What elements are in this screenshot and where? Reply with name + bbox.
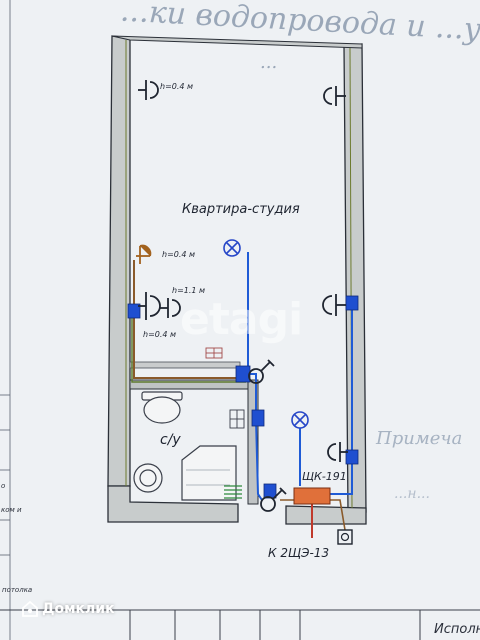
partition-upper	[129, 361, 241, 369]
room-main-label: Квартира-студия	[182, 202, 300, 217]
page-frame	[0, 0, 11, 640]
domclick-logo-icon	[22, 601, 38, 617]
switches	[248, 359, 287, 512]
lamp-bath-icon	[291, 411, 309, 429]
socket-lower-left-icon	[160, 298, 181, 318]
height-label-socket-lower-left: h=0.4 м	[143, 330, 177, 339]
bathroom-partitions	[129, 361, 259, 505]
height-label-switch-mid: h=1.1 м	[172, 286, 206, 295]
socket-left-brown-icon	[136, 244, 152, 264]
junction-box-4	[263, 483, 277, 499]
junction-box-1	[127, 303, 141, 319]
sink-icon	[133, 463, 163, 493]
margin-note-3: потолка	[2, 586, 33, 594]
room-bathroom-label: с/у	[160, 432, 181, 448]
side-faint-note-1: Примеча	[376, 428, 463, 449]
left-wall	[107, 35, 131, 487]
cable-green	[131, 312, 246, 383]
junction-box-6	[345, 449, 359, 465]
socket-right-mid-icon	[322, 294, 346, 316]
height-label-socket-top-left: h=0.4 м	[160, 82, 194, 91]
junction-boxes	[127, 295, 359, 499]
heater-block-icon	[205, 347, 223, 359]
shower-tray-icon	[181, 445, 237, 501]
margin-note-1: о	[1, 482, 6, 490]
top-wall	[111, 35, 363, 49]
socket-top-left-icon	[138, 80, 159, 100]
socket-top-right-icon	[323, 86, 346, 106]
bottom-right-wall	[285, 505, 367, 525]
grid-box-icon	[229, 409, 245, 429]
brand-label: Домклик	[42, 601, 115, 617]
distribution-panel	[293, 487, 331, 505]
lamps	[223, 239, 309, 429]
junction-box-2	[235, 365, 251, 383]
towel-heater-icon	[224, 485, 242, 499]
feed-box-icon	[337, 529, 353, 545]
stamp-table	[0, 609, 480, 640]
side-faint-note-2: ...н...	[394, 486, 430, 502]
sockets	[136, 80, 348, 462]
junction-box-3	[251, 409, 265, 427]
cable-brown	[133, 260, 242, 379]
switch-near-bath-icon	[248, 359, 275, 384]
socket-right-low-icon	[327, 442, 348, 462]
bottom-left-wall	[107, 485, 239, 523]
etagi-watermark: etagi	[180, 294, 303, 345]
header-faint-line-2: ...	[260, 52, 278, 73]
outer-walls	[107, 35, 367, 525]
junction-box-5	[345, 295, 359, 311]
toilet-icon	[141, 391, 183, 424]
right-wall	[343, 43, 367, 513]
margin-note-2: ком и	[1, 506, 22, 514]
partition-right	[247, 379, 259, 505]
height-label-socket-wall-left: h=0.4 м	[162, 250, 196, 259]
feed-label: К 2ЩЭ-13	[268, 546, 330, 560]
bathroom-fixtures	[133, 347, 245, 501]
panel-label: ЩК-191	[302, 470, 347, 483]
domclick-brand: Домклик	[22, 601, 115, 617]
lamp-main-icon	[223, 239, 241, 257]
switch-bath-icon	[260, 487, 287, 512]
switch-mid-icon	[138, 292, 161, 320]
stamp-executor-label: Исполни	[434, 622, 480, 637]
